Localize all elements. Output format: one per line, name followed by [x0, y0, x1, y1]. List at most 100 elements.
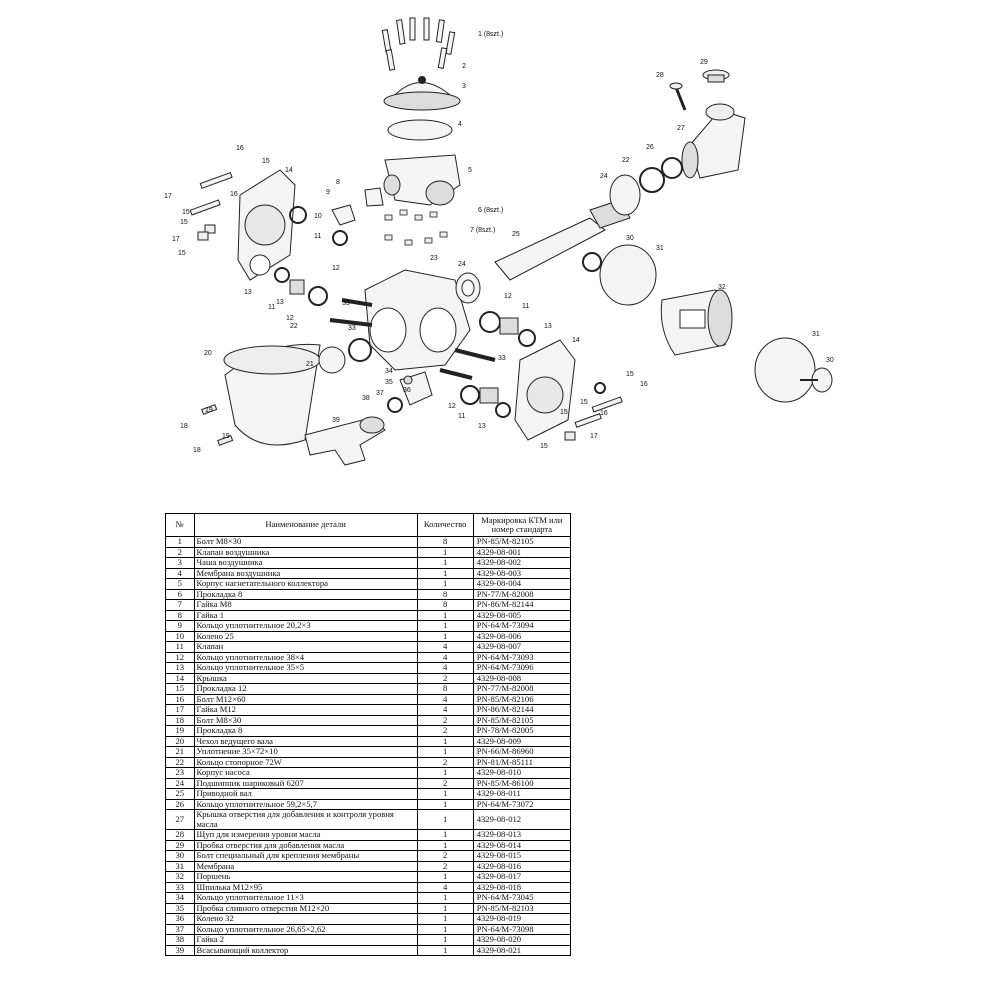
cell-no: 1 [165, 536, 195, 548]
cell-qty: 1 [416, 767, 474, 779]
cell-no: 2 [165, 546, 195, 558]
cell-name: Кольцо уплотнительное 59,2×5,7 [193, 798, 418, 810]
cell-no: 29 [165, 839, 195, 851]
cell-name: Корпус насоса [193, 767, 418, 779]
callout-label: 12 [448, 403, 456, 410]
cell-no: 33 [165, 881, 195, 893]
cell-qty: 1 [416, 578, 474, 590]
cell-no: 19 [165, 725, 195, 737]
callout-label: 17 [172, 236, 180, 243]
callout-label: 20 [204, 350, 212, 357]
cell-qty: 2 [416, 725, 474, 737]
cell-code: PN-85/M-82103 [472, 902, 572, 914]
callout-label: 7 (8szt.) [470, 227, 495, 234]
retaining-ring [348, 338, 372, 362]
cell-code: 4329-08-003 [472, 567, 572, 579]
shaft-seal [318, 346, 346, 374]
cell-name: Мембрана [193, 860, 418, 872]
cell-code: 4329-08-004 [472, 578, 572, 590]
callout-label: 29 [700, 59, 708, 66]
callout-label: 15 [182, 209, 190, 216]
callout-label: 3 [462, 83, 466, 90]
cell-qty: 1 [416, 609, 474, 621]
callout-label: 13 [478, 423, 486, 430]
cell-code: 4329-08-002 [472, 557, 572, 569]
cell-code: 4329-08-018 [472, 881, 572, 893]
cell-qty: 1 [416, 913, 474, 925]
callout-label: 30 [826, 357, 834, 364]
callout-label: 33 [498, 355, 506, 362]
callout-label: 14 [572, 337, 580, 344]
cell-no: 6 [165, 588, 195, 600]
cell-name: Чаша воздушника [193, 557, 418, 569]
cell-code: PN-77/M-82008 [472, 683, 572, 695]
callout-label: 39 [332, 417, 340, 424]
cell-qty: 1 [416, 630, 474, 642]
cell-qty: 1 [416, 923, 474, 935]
callout-label: 19 [222, 433, 230, 440]
cell-name: Мембрана воздушника [193, 567, 418, 579]
callout-label: 11 [268, 304, 275, 311]
cell-name: Кольцо уплотнительное 11×3 [193, 892, 418, 904]
callout-label: 21 [306, 361, 314, 368]
cell-name: Щуп для измерения уровня масла [193, 829, 418, 841]
air-vent-bolts [381, 17, 456, 71]
cell-qty: 4 [416, 693, 474, 705]
callout-label: 36 [403, 387, 411, 394]
cell-no: 10 [165, 630, 195, 642]
callout-label: 32 [718, 284, 726, 291]
cell-qty: 1 [416, 557, 474, 569]
callout-label: 15 [540, 443, 548, 450]
callout-label: 17 [590, 433, 598, 440]
cell-name: Чехол ведущего вала [193, 735, 418, 747]
right-diaphragm-group [582, 157, 833, 403]
callout-label: 23 [430, 255, 438, 262]
cell-code: PN-64/M-73096 [472, 662, 572, 674]
callout-label: 8 [336, 179, 340, 186]
cell-qty: 1 [416, 567, 474, 579]
cell-name: Прокладка 8 [193, 588, 418, 600]
callout-label: 31 [812, 331, 820, 338]
cell-code: PN-77/M-82008 [472, 588, 572, 600]
cell-code: PN-64/M-73094 [472, 620, 572, 632]
cell-code: PN-81/M-85111 [472, 756, 572, 768]
callout-label: 15 [580, 399, 588, 406]
cell-name: Болт специальный для крепления мембраны [193, 850, 418, 862]
callout-label: 15 [180, 219, 188, 226]
cell-no: 11 [165, 641, 195, 653]
cell-name: Поршень [193, 871, 418, 883]
callout-label: 31 [656, 245, 664, 252]
cell-no: 16 [165, 693, 195, 705]
cell-name: Шпилька M12×95 [193, 881, 418, 893]
bearing-left [455, 272, 481, 304]
callout-label: 22 [290, 323, 298, 330]
header-no: № [165, 513, 195, 537]
cell-qty: 8 [416, 536, 474, 548]
callout-label: 15 [560, 409, 568, 416]
cell-no: 31 [165, 860, 195, 872]
air-vent-dome [383, 76, 461, 111]
cell-name: Болт M8×30 [193, 714, 418, 726]
callout-label: 27 [677, 125, 685, 132]
cell-code: 4329-08-015 [472, 850, 572, 862]
cell-name: Всасывающий коллектор [193, 944, 418, 956]
cell-code: 4329-08-013 [472, 829, 572, 841]
cell-name: Гайка 1 [193, 609, 418, 621]
cell-code: 4329-08-016 [472, 860, 572, 872]
callout-label: 19 [205, 407, 213, 414]
cell-name: Корпус нагнетательного коллектора [193, 578, 418, 590]
